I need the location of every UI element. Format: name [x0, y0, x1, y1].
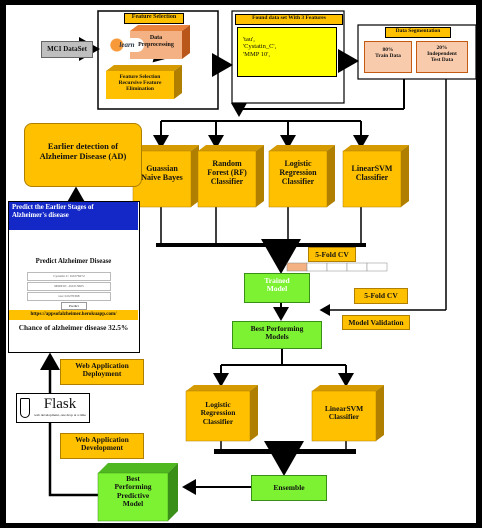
data-segmentation-title: Data Segmentation — [385, 27, 451, 38]
webapp-input-tau[interactable]: tau: 0.0270368 — [27, 292, 111, 301]
classifier-svm: LinearSVM Classifier — [351, 164, 393, 182]
web-deployment-label: Web Application Deployment — [60, 359, 144, 385]
classifier-lr: Logistic Regression Classifier — [279, 159, 317, 186]
diagram-page: Feature Selection learn Data Preprocessi… — [6, 5, 476, 523]
webapp-result: Chance of alzheimer disease 32.5% — [18, 323, 129, 332]
final-lr-classifier: Logistic Regression Classifier — [200, 400, 236, 426]
feature-list-box: 'tau', 'Cystatin_C', 'MMP 10', — [237, 27, 337, 77]
webapp-banner: Predict the Earlier Stages of Alzheimer'… — [9, 202, 138, 230]
webapp-url[interactable]: https://appsofalzheimer.herokuapp.com/ — [9, 310, 138, 320]
rfe-box: Feature Selection Recursive Feature Elim… — [118, 74, 162, 93]
sklearn-logo: learn — [110, 38, 144, 52]
web-development-label: Web Application Development — [60, 433, 144, 459]
webapp-screenshot: Predict the Earlier Stages of Alzheimer'… — [8, 201, 140, 353]
cv-cell-highlight — [286, 262, 308, 272]
data-preprocessing-box: Data Preprocessing — [138, 35, 174, 48]
final-svm-classifier: LinearSVM Classifier — [324, 404, 364, 422]
webapp-input-cystatin[interactable]: Cystatin C: 0.0276272 — [27, 272, 111, 281]
cv-label-right: 5-Fold CV — [354, 288, 408, 304]
found-dataset-title: Found data set With 3 Features — [235, 14, 343, 25]
merge-bar-bottom — [214, 449, 356, 454]
best-performing-models-box: Best Performing Models — [232, 321, 322, 349]
cv-label-top: 5-Fold CV — [308, 247, 356, 262]
feature-list-text: 'tau', 'Cystatin_C', 'MMP 10', — [243, 36, 277, 58]
flask-bottle-icon — [20, 398, 30, 418]
trained-model-box: Trained Model — [244, 273, 310, 303]
flask-tagline: web development, one drop at a time — [34, 413, 86, 417]
mci-dataset-box: MCI DataSet — [41, 41, 93, 58]
ensemble-box: Ensemble — [251, 475, 327, 501]
test-data-box: 20% Independent Test Data — [416, 41, 468, 73]
flask-wordmark: Flask — [43, 396, 77, 412]
3d-box-group — [97, 25, 409, 522]
webapp-heading: Predict Alzheimer Disease — [35, 258, 112, 265]
webapp-input-mmp10[interactable]: MMP10: -0.0215605 — [27, 282, 111, 291]
train-data-box: 80% Train Data — [364, 41, 412, 73]
classifier-gnb: Guassian Naive Bayes — [141, 164, 183, 182]
earlier-detection-box: Earlier detection of Alzheimer Disease (… — [24, 123, 142, 187]
model-validation-label: Model Validation — [342, 315, 410, 330]
webapp-predict-button[interactable]: Predict — [61, 302, 87, 310]
best-predictive-model-box: Best Performing Predictive Model — [114, 474, 152, 509]
flask-logo: Flask web development, one drop at a tim… — [16, 393, 90, 423]
classifier-rf: Random Forest (RF) Classifier — [207, 159, 247, 186]
feature-selection-title: Feature Selection — [124, 13, 184, 24]
